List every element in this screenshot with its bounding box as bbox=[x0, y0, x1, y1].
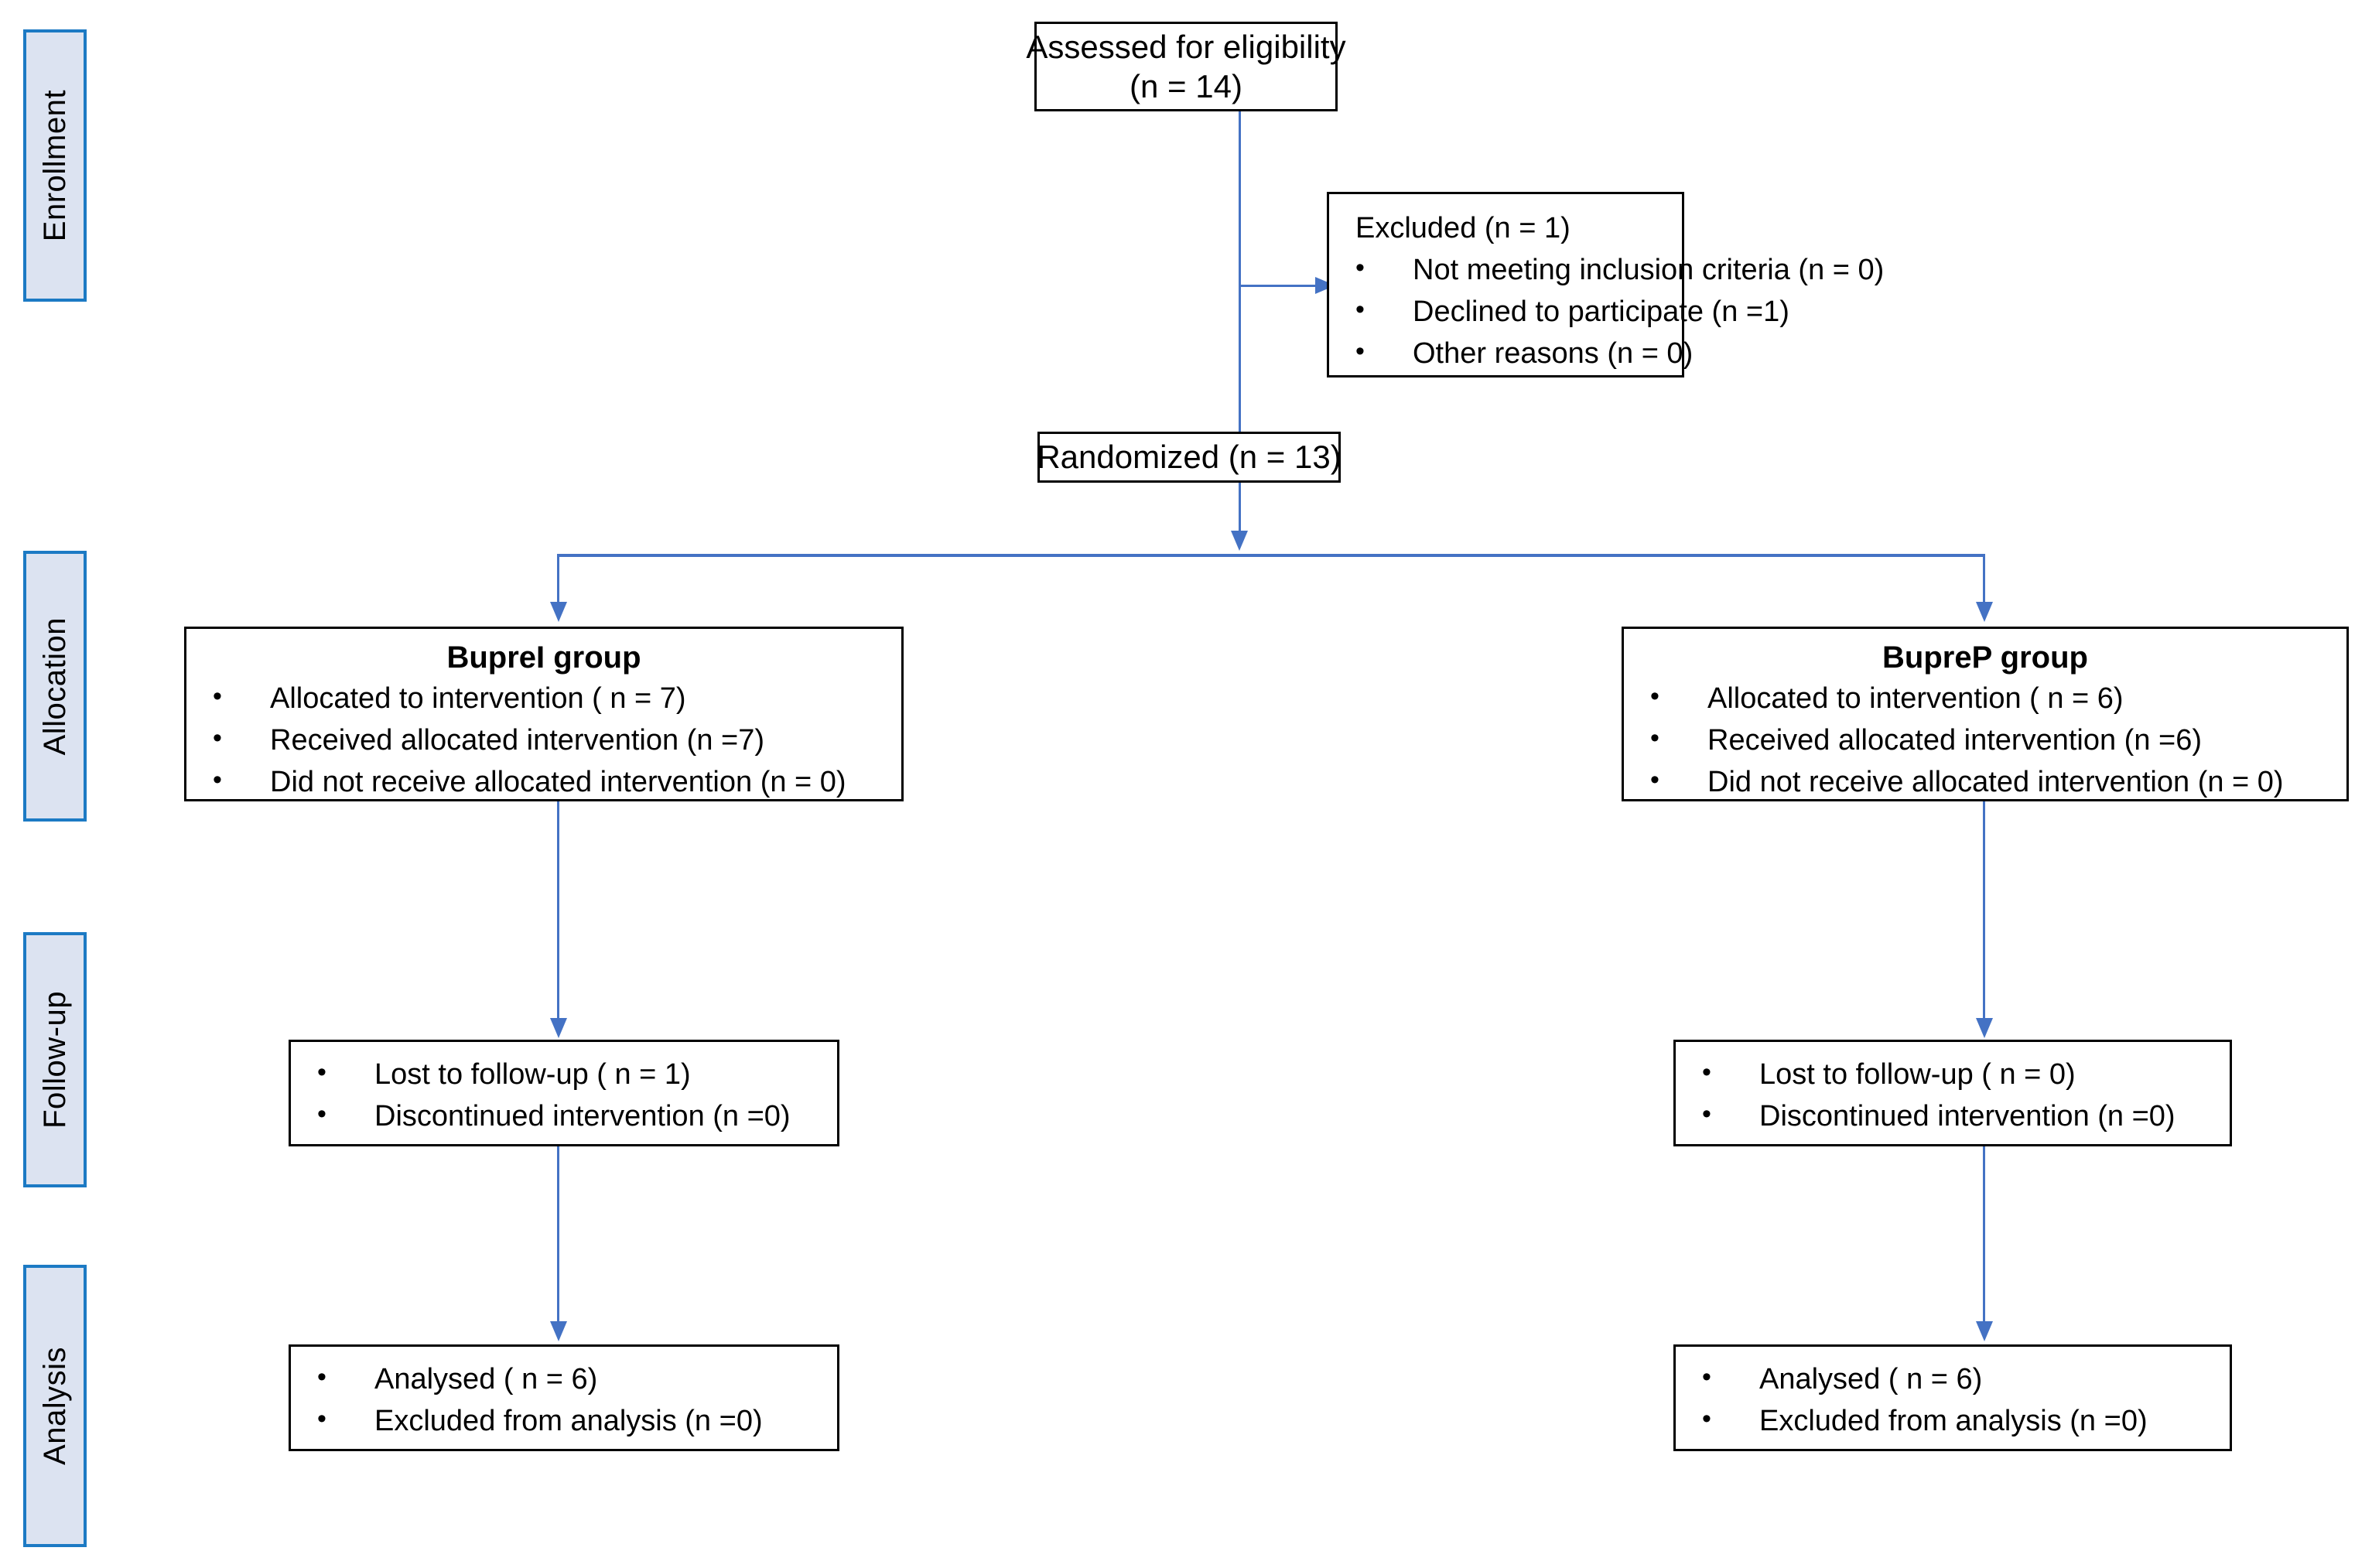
stage-label-enrollment: Enrollment bbox=[23, 29, 87, 302]
list-item: Analysed ( n = 6) bbox=[303, 1358, 825, 1401]
stage-label-enrollment-text: Enrollment bbox=[38, 89, 72, 242]
connector-split-to-left-allocation bbox=[557, 555, 559, 603]
list-item: Lost to follow-up ( n = 1) bbox=[303, 1054, 825, 1096]
connector-left-allocation-to-followup bbox=[557, 801, 559, 1020]
node-followup-right: Lost to follow-up ( n = 0) Discontinued … bbox=[1673, 1040, 2232, 1146]
assessed-line-1: Assessed for eligibility bbox=[1026, 28, 1346, 65]
node-analysis-right: Analysed ( n = 6) Excluded from analysis… bbox=[1673, 1344, 2232, 1451]
analysis-right-list: Analysed ( n = 6) Excluded from analysis… bbox=[1688, 1358, 2217, 1443]
list-item: Excluded from analysis (n =0) bbox=[1688, 1400, 2217, 1443]
node-allocation-left: BupreI group Allocated to intervention (… bbox=[184, 627, 904, 801]
stage-label-follow-up-text: Follow-up bbox=[38, 991, 72, 1129]
list-item: Not meeting inclusion criteria (n = 0) bbox=[1342, 249, 1884, 292]
followup-right-list: Lost to follow-up ( n = 0) Discontinued … bbox=[1688, 1054, 2217, 1138]
excluded-reason-list: Not meeting inclusion criteria (n = 0) D… bbox=[1342, 249, 1884, 375]
list-item: Analysed ( n = 6) bbox=[1688, 1358, 2217, 1401]
connector-left-followup-to-analysis bbox=[557, 1146, 559, 1323]
list-item: Did not receive allocated intervention (… bbox=[199, 761, 889, 804]
node-allocation-right: BupreP group Allocated to intervention (… bbox=[1622, 627, 2349, 801]
node-randomized: Randomized (n = 13) bbox=[1037, 432, 1342, 483]
node-assessed-for-eligibility: Assessed for eligibility (n = 14) bbox=[1026, 22, 1346, 111]
list-item: Did not receive allocated intervention (… bbox=[1636, 761, 2334, 804]
connector-split-to-right-allocation bbox=[1983, 555, 1985, 603]
connector-assessed-to-randomized bbox=[1239, 111, 1241, 433]
arrow-to-right-allocation-icon bbox=[1976, 602, 1993, 622]
list-item: Received allocated intervention (n =7) bbox=[199, 719, 889, 762]
list-item: Allocated to intervention ( n = 6) bbox=[1636, 678, 2334, 720]
connector-randomized-down bbox=[1239, 483, 1241, 532]
stage-label-follow-up: Follow-up bbox=[23, 932, 87, 1187]
analysis-left-list: Analysed ( n = 6) Excluded from analysis… bbox=[303, 1358, 825, 1443]
allocation-right-list: Allocated to intervention ( n = 6) Recei… bbox=[1636, 678, 2334, 804]
excluded-heading: Excluded (n = 1) bbox=[1355, 212, 1571, 244]
list-item: Excluded from analysis (n =0) bbox=[303, 1400, 825, 1443]
arrow-randomized-split-icon bbox=[1231, 531, 1248, 551]
arrow-to-right-analysis-icon bbox=[1976, 1321, 1993, 1341]
stage-label-allocation: Allocation bbox=[23, 551, 87, 822]
stage-label-allocation-text: Allocation bbox=[38, 617, 72, 756]
arrow-to-left-analysis-icon bbox=[550, 1321, 567, 1341]
list-item: Discontinued intervention (n =0) bbox=[303, 1095, 825, 1138]
allocation-left-title: BupreI group bbox=[446, 641, 641, 675]
arrow-to-right-followup-icon bbox=[1976, 1018, 1993, 1038]
list-item: Lost to follow-up ( n = 0) bbox=[1688, 1054, 2217, 1096]
list-item: Allocated to intervention ( n = 7) bbox=[199, 678, 889, 720]
node-analysis-left: Analysed ( n = 6) Excluded from analysis… bbox=[289, 1344, 839, 1451]
connector-right-allocation-to-followup bbox=[1983, 801, 1985, 1020]
followup-left-list: Lost to follow-up ( n = 1) Discontinued … bbox=[303, 1054, 825, 1138]
connector-assessed-to-excluded bbox=[1241, 285, 1317, 287]
node-excluded: Excluded (n = 1) Not meeting inclusion c… bbox=[1327, 192, 1884, 377]
node-followup-left: Lost to follow-up ( n = 1) Discontinued … bbox=[289, 1040, 839, 1146]
allocation-right-title: BupreP group bbox=[1882, 641, 2088, 675]
stage-label-analysis-text: Analysis bbox=[38, 1347, 72, 1465]
allocation-left-list: Allocated to intervention ( n = 7) Recei… bbox=[199, 678, 889, 804]
assessed-line-2: (n = 14) bbox=[1130, 68, 1242, 104]
list-item: Discontinued intervention (n =0) bbox=[1688, 1095, 2217, 1138]
list-item: Other reasons (n = 0) bbox=[1342, 333, 1693, 375]
arrow-to-left-allocation-icon bbox=[550, 602, 567, 622]
stage-label-analysis: Analysis bbox=[23, 1265, 87, 1547]
list-item: Declined to participate (n =1) bbox=[1342, 291, 1789, 333]
list-item: Received allocated intervention (n =6) bbox=[1636, 719, 2334, 762]
arrow-to-left-followup-icon bbox=[550, 1018, 567, 1038]
connector-split-bar bbox=[557, 554, 1985, 557]
randomized-line-1: Randomized (n = 13) bbox=[1037, 439, 1342, 476]
connector-right-followup-to-analysis bbox=[1983, 1146, 1985, 1323]
